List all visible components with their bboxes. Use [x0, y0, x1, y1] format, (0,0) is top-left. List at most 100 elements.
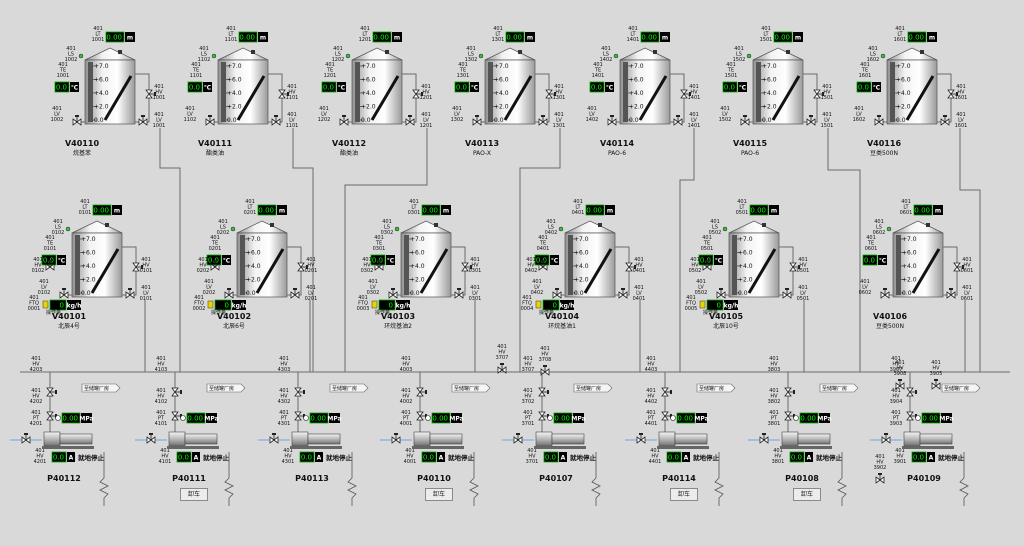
suction-valve-icon[interactable]	[759, 433, 769, 444]
outlet-valve-icon[interactable]	[472, 115, 482, 126]
check-valve-icon[interactable]	[661, 411, 672, 421]
discharge-valve-icon[interactable]	[46, 387, 57, 397]
drain-valve-icon[interactable]	[673, 115, 683, 126]
drain-valve-icon[interactable]	[271, 115, 281, 126]
discharge-valve-icon[interactable]	[171, 387, 182, 397]
return-valve-icon[interactable]	[789, 262, 800, 272]
outlet-valve-icon[interactable]	[874, 115, 884, 126]
check-valve-icon[interactable]	[416, 411, 427, 421]
unload-button[interactable]: 卸车	[670, 488, 698, 501]
pipe-valve-icon[interactable]	[931, 379, 941, 390]
discharge-valve-icon[interactable]	[906, 387, 917, 397]
drain-valve-icon[interactable]	[940, 115, 950, 126]
outlet-valve-icon[interactable]	[740, 115, 750, 126]
return-valve-icon[interactable]	[947, 89, 958, 99]
return-valve-icon[interactable]	[680, 89, 691, 99]
inlet-valve-icon[interactable]	[45, 260, 55, 271]
drain-valve-icon[interactable]	[454, 288, 464, 299]
return-valve-icon[interactable]	[625, 262, 636, 272]
outlet-valve-icon[interactable]	[205, 115, 215, 126]
drain-valve-icon[interactable]	[618, 288, 628, 299]
inlet-valve-icon[interactable]	[374, 260, 384, 271]
return-valve-icon[interactable]	[461, 262, 472, 272]
return-valve-icon[interactable]	[145, 89, 156, 99]
drain-valve-icon[interactable]	[125, 288, 135, 299]
outlet-valve-icon[interactable]	[880, 288, 890, 299]
pipe-valve-icon[interactable]	[895, 379, 905, 390]
outlet-valve-icon[interactable]	[339, 115, 349, 126]
check-valve-icon[interactable]	[294, 411, 305, 421]
return-valve-icon[interactable]	[278, 89, 289, 99]
drain-valve-icon[interactable]	[946, 288, 956, 299]
return-valve-icon[interactable]	[813, 89, 824, 99]
inlet-valve-icon[interactable]	[210, 260, 220, 271]
drain-valve-icon[interactable]	[538, 115, 548, 126]
discharge-valve-icon[interactable]	[416, 387, 427, 397]
drain-valve-icon[interactable]	[782, 288, 792, 299]
discharge-valve-icon[interactable]	[661, 387, 672, 397]
suction-valve-icon[interactable]	[881, 433, 891, 444]
check-valve-icon[interactable]	[46, 411, 57, 421]
outlet-valve-icon[interactable]	[607, 115, 617, 126]
outlet-valve-icon[interactable]	[552, 288, 562, 299]
discharge-valve-icon[interactable]	[294, 387, 305, 397]
pipe-valve-icon[interactable]	[875, 473, 885, 484]
outlet-valve-icon[interactable]	[59, 288, 69, 299]
discharge-valve-icon[interactable]	[784, 387, 795, 397]
unload-button[interactable]: 卸车	[425, 488, 453, 501]
inlet-valve-icon[interactable]	[702, 260, 712, 271]
outlet-valve-icon[interactable]	[716, 288, 726, 299]
outlet-valve-icon[interactable]	[72, 115, 82, 126]
suction-valve-icon[interactable]	[21, 433, 31, 444]
check-valve-icon[interactable]	[784, 411, 795, 421]
check-valve-icon[interactable]	[906, 411, 917, 421]
suction-valve-icon[interactable]	[269, 433, 279, 444]
suction-valve-icon[interactable]	[391, 433, 401, 444]
valve-actuator	[943, 115, 947, 117]
outlet-valve-icon[interactable]	[224, 288, 234, 299]
return-valve-icon[interactable]	[953, 262, 964, 272]
suction-valve-icon[interactable]	[636, 433, 646, 444]
suction-valve-icon[interactable]	[513, 433, 523, 444]
drain-valve-icon[interactable]	[405, 115, 415, 126]
check-valve-icon[interactable]	[171, 411, 182, 421]
return-valve-icon[interactable]	[545, 89, 556, 99]
outlet-valve-icon[interactable]	[388, 288, 398, 299]
check-valve-icon[interactable]	[538, 411, 549, 421]
pipe-valve-icon[interactable]	[497, 363, 507, 374]
inlet-valve-icon[interactable]	[538, 260, 548, 271]
drain-valve-icon[interactable]	[138, 115, 148, 126]
unload-button[interactable]: 卸车	[180, 488, 208, 501]
drain-valve-icon[interactable]	[806, 115, 816, 126]
discharge-valve-icon[interactable]	[538, 387, 549, 397]
return-valve-icon[interactable]	[132, 262, 143, 272]
return-valve-icon[interactable]	[297, 262, 308, 272]
return-valve-icon[interactable]	[412, 89, 423, 99]
drain-valve-icon[interactable]	[290, 288, 300, 299]
unload-button[interactable]: 卸车	[793, 488, 821, 501]
suction-valve-icon[interactable]	[146, 433, 156, 444]
pipe-valve-icon[interactable]	[540, 365, 550, 376]
